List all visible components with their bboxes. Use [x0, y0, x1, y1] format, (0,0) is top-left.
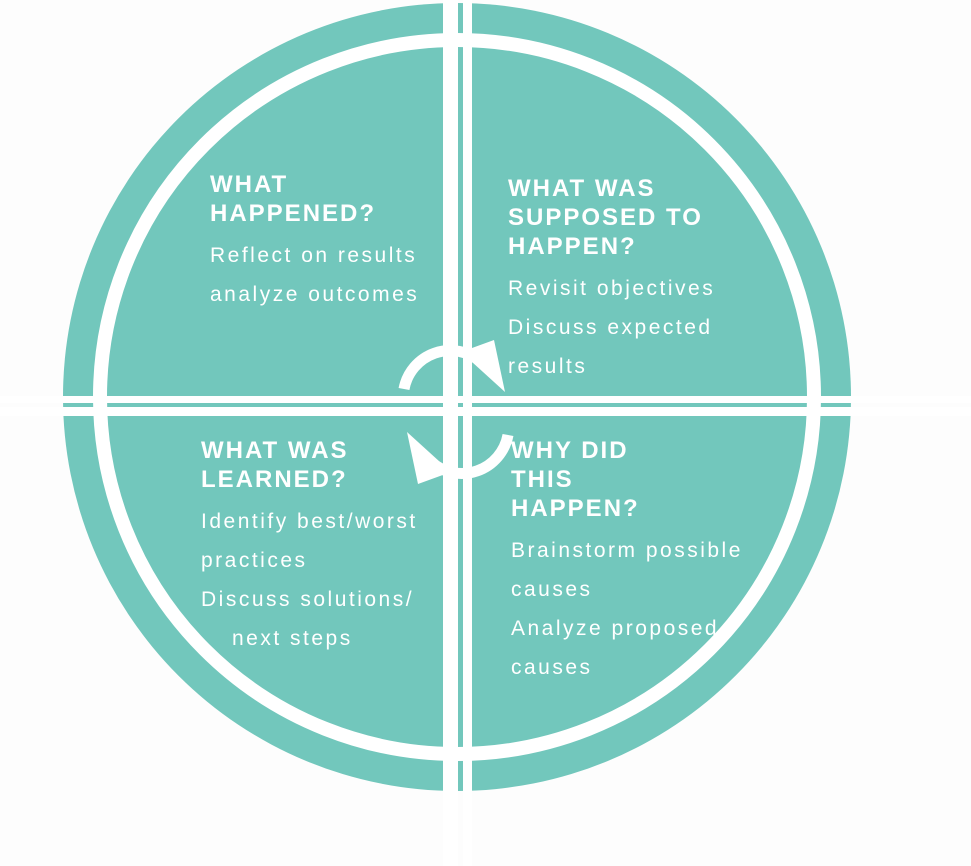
body-line: practices [201, 549, 308, 572]
title-line: LEARNED? [201, 466, 348, 493]
quadrant-title: WHAT HAPPENED? [210, 170, 419, 228]
body-line: Analyze proposed [511, 617, 720, 640]
title-line: HAPPENED? [210, 200, 377, 227]
body-line: Brainstorm possible [511, 539, 743, 562]
title-line: WHAT WAS [508, 175, 656, 202]
body-line: Identify best/worst [201, 510, 418, 533]
body-line: next steps [232, 627, 353, 650]
quadrant-why-did-this-happen: WHY DID THIS HAPPEN? Brainstorm possible… [511, 436, 743, 687]
body-line: analyze outcomes [210, 283, 420, 306]
body-line: Reflect on results [210, 244, 418, 267]
quadrant-title: WHAT WAS SUPPOSED TO HAPPEN? [508, 174, 715, 261]
cycle-arrow-top-head [461, 340, 505, 392]
title-line: WHY DID [511, 437, 629, 464]
title-line: WHAT WAS [201, 437, 349, 464]
body-line: Revisit objectives [508, 277, 716, 300]
title-line: THIS [511, 466, 574, 493]
quadrant-body: Brainstorm possible causes Analyze propo… [511, 531, 743, 687]
divider-horizontal-lower [0, 407, 971, 416]
cycle-arrows-icon [398, 340, 514, 484]
title-line: HAPPEN? [511, 495, 640, 522]
quadrant-title: WHAT WAS LEARNED? [201, 436, 418, 494]
quadrant-title: WHY DID THIS HAPPEN? [511, 436, 743, 523]
divider-horizontal-upper [0, 396, 971, 403]
quadrant-what-happened: WHAT HAPPENED? Reflect on results analyz… [210, 170, 419, 314]
body-line: causes [511, 578, 593, 601]
quadrant-body: Identify best/worst practices Discuss so… [201, 502, 418, 658]
title-line: HAPPEN? [508, 233, 637, 260]
quadrant-what-was-supposed-to-happen: WHAT WAS SUPPOSED TO HAPPEN? Revisit obj… [508, 174, 715, 386]
quadrant-what-was-learned: WHAT WAS LEARNED? Identify best/worst pr… [201, 436, 418, 658]
body-line: causes [511, 656, 593, 679]
quadrant-body: Reflect on results analyze outcomes [210, 236, 419, 314]
cycle-arrow-bottom-head [407, 432, 451, 484]
title-line: WHAT [210, 171, 289, 198]
body-line: results [508, 355, 588, 378]
title-line: SUPPOSED TO [508, 204, 703, 231]
quadrant-body: Revisit objectives Discuss expected resu… [508, 269, 715, 386]
body-line: Discuss expected [508, 316, 713, 339]
divider-vertical-right [463, 0, 472, 866]
divider-vertical-left [443, 0, 458, 866]
body-line: Discuss solutions/ [201, 588, 415, 611]
